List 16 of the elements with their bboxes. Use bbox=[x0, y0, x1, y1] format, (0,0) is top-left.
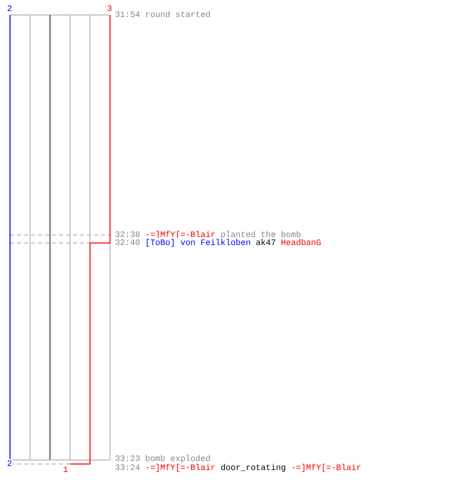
team-count: 3 bbox=[107, 4, 112, 14]
timestamp: 33:24 bbox=[115, 463, 140, 473]
event-text: bomb exploded bbox=[145, 454, 211, 464]
event-text: door_rotating bbox=[220, 463, 286, 473]
timestamp: 32:40 bbox=[115, 238, 140, 248]
player-name: -=]MfY[=-Blair bbox=[145, 463, 216, 473]
team-count: 2 bbox=[7, 459, 12, 469]
team-count: 1 bbox=[63, 465, 68, 475]
timestamp: 31:54 bbox=[115, 10, 140, 20]
player-name: -=]MfY[=-Blair bbox=[290, 463, 362, 473]
player-name: [ToBo] von Feilkloben bbox=[145, 238, 251, 248]
event-text: round started bbox=[145, 10, 211, 20]
team-count: 2 bbox=[7, 4, 12, 14]
player-name: HeadbanG bbox=[280, 238, 322, 248]
timestamp: 33:23 bbox=[115, 454, 140, 464]
weapon-name: ak47 bbox=[256, 238, 276, 248]
